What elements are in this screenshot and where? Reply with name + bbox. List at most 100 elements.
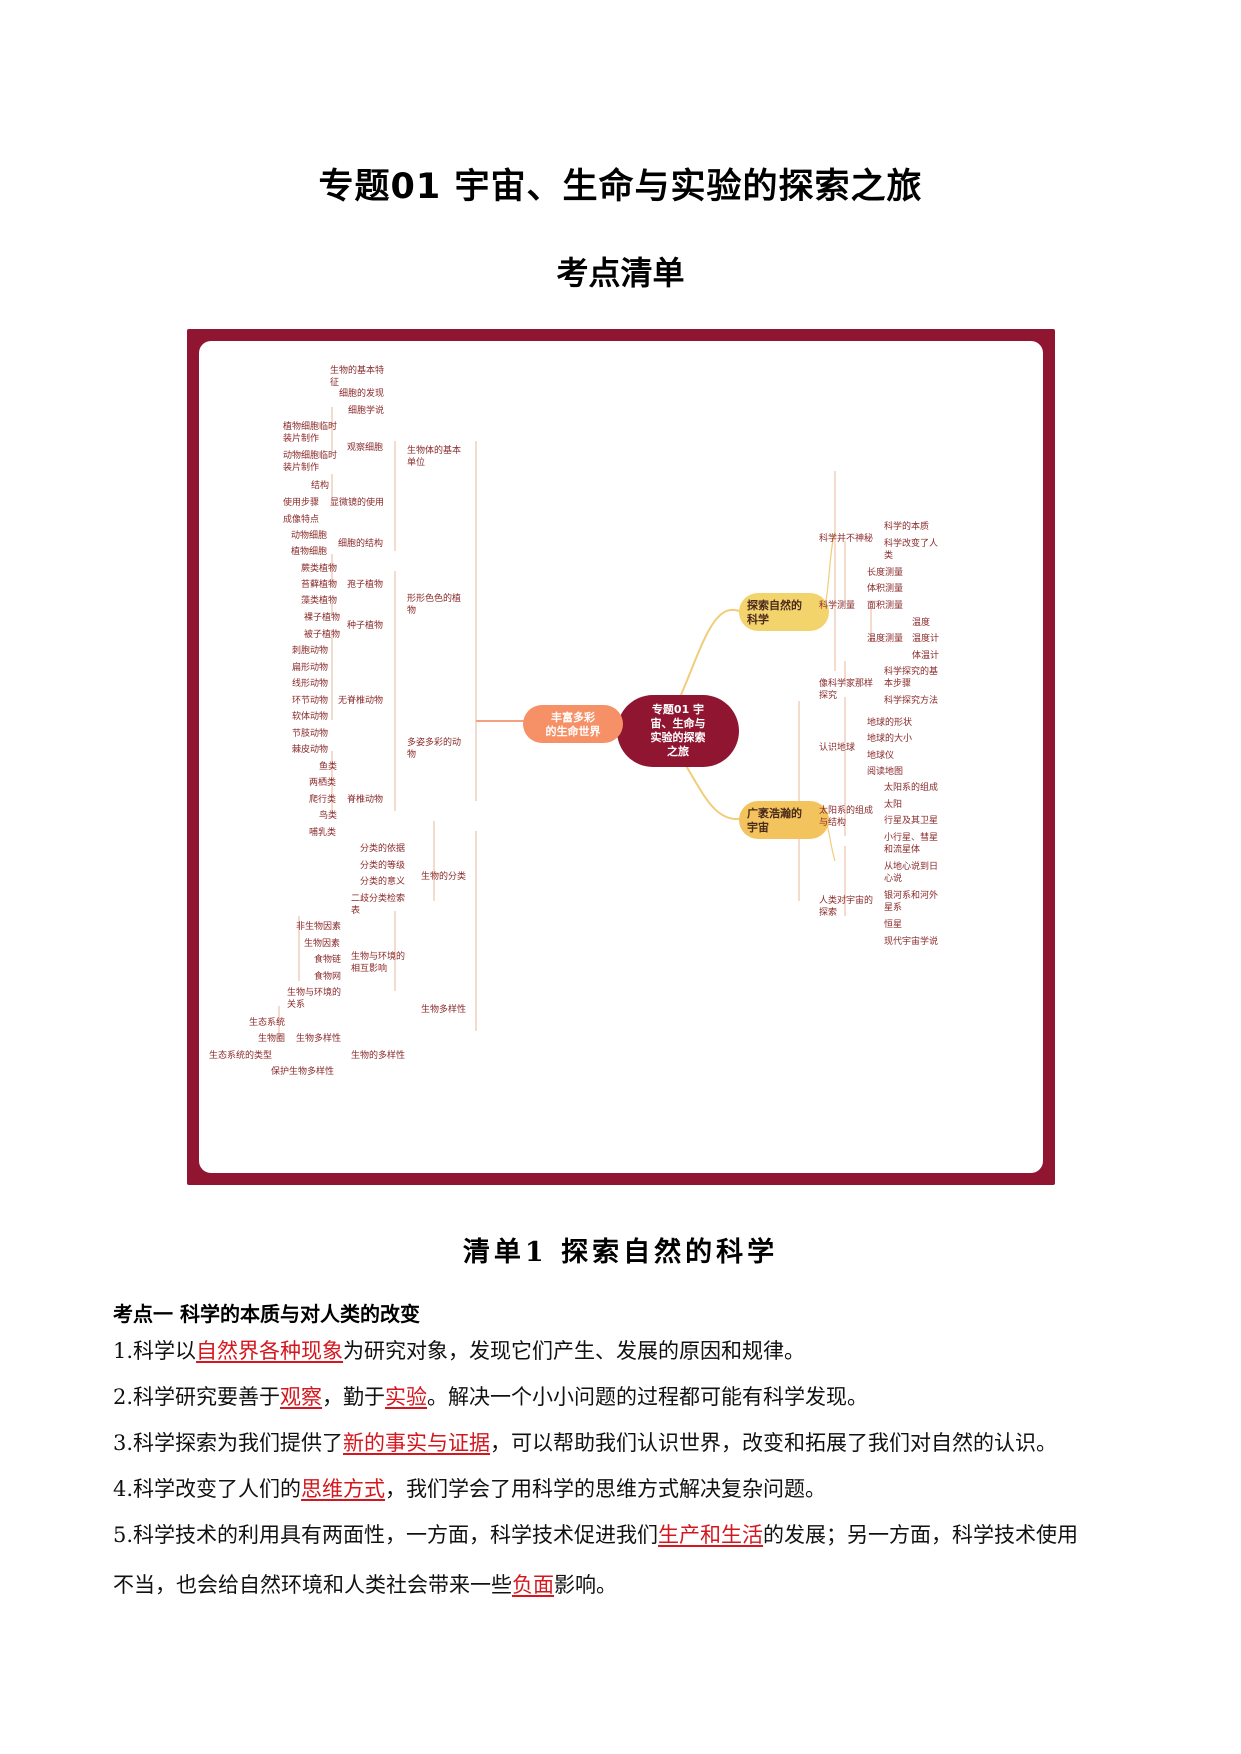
mind-map-node-right: 星系 <box>884 902 902 913</box>
mind-map-node-right: 太阳系的组成 <box>819 804 873 816</box>
mind-map-node-right: 科学并不神秘 <box>819 532 873 544</box>
mind-map-node-left: 无脊椎动物 <box>338 694 383 706</box>
central-topic-node <box>617 695 739 767</box>
mind-map-node-right: 面积测量 <box>867 599 903 611</box>
mind-map-node-left: 哺乳类 <box>309 826 336 838</box>
item-2: 2.科学研究要善于观察，勤于实验。解决一个小小问题的过程都可能有科学发现。 <box>113 1382 1133 1412</box>
item-2-answer-2: 实验 <box>385 1385 428 1409</box>
central-topic-text: 之旅 <box>667 744 689 758</box>
mind-map-node-left: 软体动物 <box>292 710 328 722</box>
mind-map-node-left: 生物的基本特 <box>330 364 384 376</box>
mind-map-node-left: 食物链 <box>314 953 341 965</box>
mind-map-node-right: 体积测量 <box>867 582 903 594</box>
mind-map-node-right: 探索 <box>819 906 837 918</box>
item-4-answer: 思维方式 <box>301 1477 386 1501</box>
item-2-text-mid: ，勤于 <box>322 1385 386 1409</box>
mind-map-node-right: 地球的大小 <box>867 732 912 744</box>
mind-map-node-right: 像科学家那样 <box>819 677 873 689</box>
mind-map-node-left: 被子植物 <box>304 628 340 640</box>
mind-map-node-left: 扁形动物 <box>292 661 328 673</box>
item-4-text: 4.科学改变了人们的 <box>113 1477 302 1501</box>
mind-map-node-right: 温度测量 <box>867 632 903 644</box>
mind-map-node-left: 生态系统的类型 <box>209 1049 272 1061</box>
mind-map-node-left: 保护生物多样性 <box>271 1065 334 1077</box>
mind-map-node-right: 探究 <box>819 689 837 701</box>
mind-map-node-left: 动物细胞 <box>291 529 327 541</box>
item-5: 5.科学技术的利用具有两面性，一方面，科学技术促进我们生产和生活的发展；另一方面… <box>113 1520 1133 1550</box>
mind-map-node-left: 物 <box>407 748 416 760</box>
mind-map-node-left: 使用步骤 <box>283 496 319 508</box>
central-topic-text: 专题01 宇 <box>652 702 704 716</box>
mind-map-node-right: 科学改变了人 <box>884 537 938 549</box>
mind-map-node-right: 小行星、彗星 <box>884 831 938 843</box>
mind-map-node-left: 节肢动物 <box>292 727 328 739</box>
item-5-text-end: 的发展；另一方面，科学技术使用 <box>763 1523 1079 1547</box>
mind-map-node-right: 阅读地图 <box>867 765 903 777</box>
mind-map-node-left: 观察细胞 <box>347 441 383 453</box>
mind-map-node-left: 细胞的发现 <box>339 387 384 399</box>
mind-map-node-right: 温度 <box>912 616 930 628</box>
mind-map-node-right: 地球的形状 <box>867 716 912 728</box>
mind-map-node-left: 生物体的基本 <box>407 444 461 456</box>
item-2-text: 2.科学研究要善于 <box>113 1385 281 1409</box>
mind-map-node-left: 非生物因素 <box>296 920 341 932</box>
item-3: 3.科学探索为我们提供了新的事实与证据，可以帮助我们认识世界，改变和拓展了我们对… <box>113 1428 1133 1458</box>
point-heading: 考点一 科学的本质与对人类的改变 <box>113 1302 420 1326</box>
mind-map-node-right: 行星及其卫星 <box>884 814 938 826</box>
item-1-text: 1.科学以 <box>113 1339 197 1363</box>
mind-map-node-left: 生物多样性 <box>421 1003 466 1015</box>
mind-map-node-right: 地球仪 <box>867 749 894 761</box>
mind-map-node-left: 刺胞动物 <box>292 644 328 656</box>
mind-map-node-right: 太阳 <box>884 798 902 810</box>
mind-map-node-left: 细胞学说 <box>348 404 384 416</box>
branch-life-text: 丰富多彩 <box>551 710 595 724</box>
mind-map-node-left: 征 <box>330 377 339 388</box>
item-3-text: 3.科学探索为我们提供了 <box>113 1431 344 1455</box>
mind-map-node-left: 爬行类 <box>309 793 336 805</box>
mind-map-node-right: 科学探究方法 <box>884 694 938 706</box>
mind-map-node-right: 科学探究的基 <box>884 665 938 677</box>
mind-map-node-left: 鱼类 <box>319 760 337 772</box>
item-2-answer: 观察 <box>280 1385 323 1409</box>
mind-map-node-right: 本步骤 <box>884 677 911 689</box>
item-2-text-end: 。解决一个小小问题的过程都可能有科学发现。 <box>427 1385 869 1409</box>
mind-map-node-left: 多姿多彩的动 <box>407 736 461 748</box>
branch-life-node <box>523 705 623 743</box>
mind-map-node-left: 两栖类 <box>309 776 336 788</box>
mind-map-node-left: 分类的依据 <box>360 842 405 854</box>
mind-map-node-left: 裸子植物 <box>304 611 340 623</box>
branch-universe-text: 宇宙 <box>747 820 769 834</box>
mind-map-node-left: 二歧分类检索 <box>351 892 405 904</box>
item-4-text-end: ，我们学会了用科学的思维方式解决复杂问题。 <box>385 1477 827 1501</box>
mind-map-node-left: 表 <box>351 904 360 916</box>
mind-map-node-left: 动物细胞临时 <box>283 449 337 461</box>
item-6-text: 不当，也会给自然环境和人类社会带来一些 <box>113 1573 512 1597</box>
mind-map-node-right: 心说 <box>884 872 902 884</box>
mind-map-node-left: 生物圈 <box>258 1032 285 1044</box>
mind-map-node-left: 脊椎动物 <box>347 793 383 805</box>
mind-map-node-right: 太阳系的组成 <box>884 781 938 793</box>
mind-map-node-right: 认识地球 <box>819 741 855 753</box>
mind-map-node-left: 孢子植物 <box>347 578 383 590</box>
mind-map-node-left: 成像特点 <box>283 513 319 525</box>
item-5-answer: 生产和生活 <box>658 1523 764 1547</box>
mind-map-node-left: 蕨类植物 <box>301 562 337 574</box>
mind-map-node-left: 显微镜的使用 <box>330 496 384 508</box>
mind-map-node-left: 生物与环境的 <box>287 986 341 998</box>
mind-map-node-left: 装片制作 <box>283 432 319 444</box>
item-6-text-end: 影响。 <box>554 1573 617 1597</box>
mind-map-node-left: 物 <box>407 604 416 616</box>
mind-map-node-right: 体温计 <box>912 649 939 661</box>
mind-map-node-left: 生态系统 <box>249 1016 285 1028</box>
mind-map: 专题01 宇宙、生命与实验的探索之旅丰富多彩的生命世界探索自然的科学广袤浩瀚的宇… <box>209 364 939 1077</box>
mind-map-node-right: 人类对宇宙的 <box>819 894 873 906</box>
mind-map-node-left: 种子植物 <box>347 619 383 631</box>
item-5-text: 5.科学技术的利用具有两面性，一方面，科学技术促进我们 <box>113 1523 659 1547</box>
mind-map-canvas: 专题01 宇宙、生命与实验的探索之旅丰富多彩的生命世界探索自然的科学广袤浩瀚的宇… <box>199 341 1043 1173</box>
mind-map-node-right: 和流星体 <box>884 843 920 855</box>
item-3-text-end: ，可以帮助我们认识世界，改变和拓展了我们对自然的认识。 <box>490 1431 1058 1455</box>
mind-map-node-left: 细胞的结构 <box>338 537 383 549</box>
mind-map-node-left: 苔藓植物 <box>301 578 337 590</box>
mind-map-node-right: 恒星 <box>884 918 902 930</box>
branch-universe-node <box>739 801 829 839</box>
